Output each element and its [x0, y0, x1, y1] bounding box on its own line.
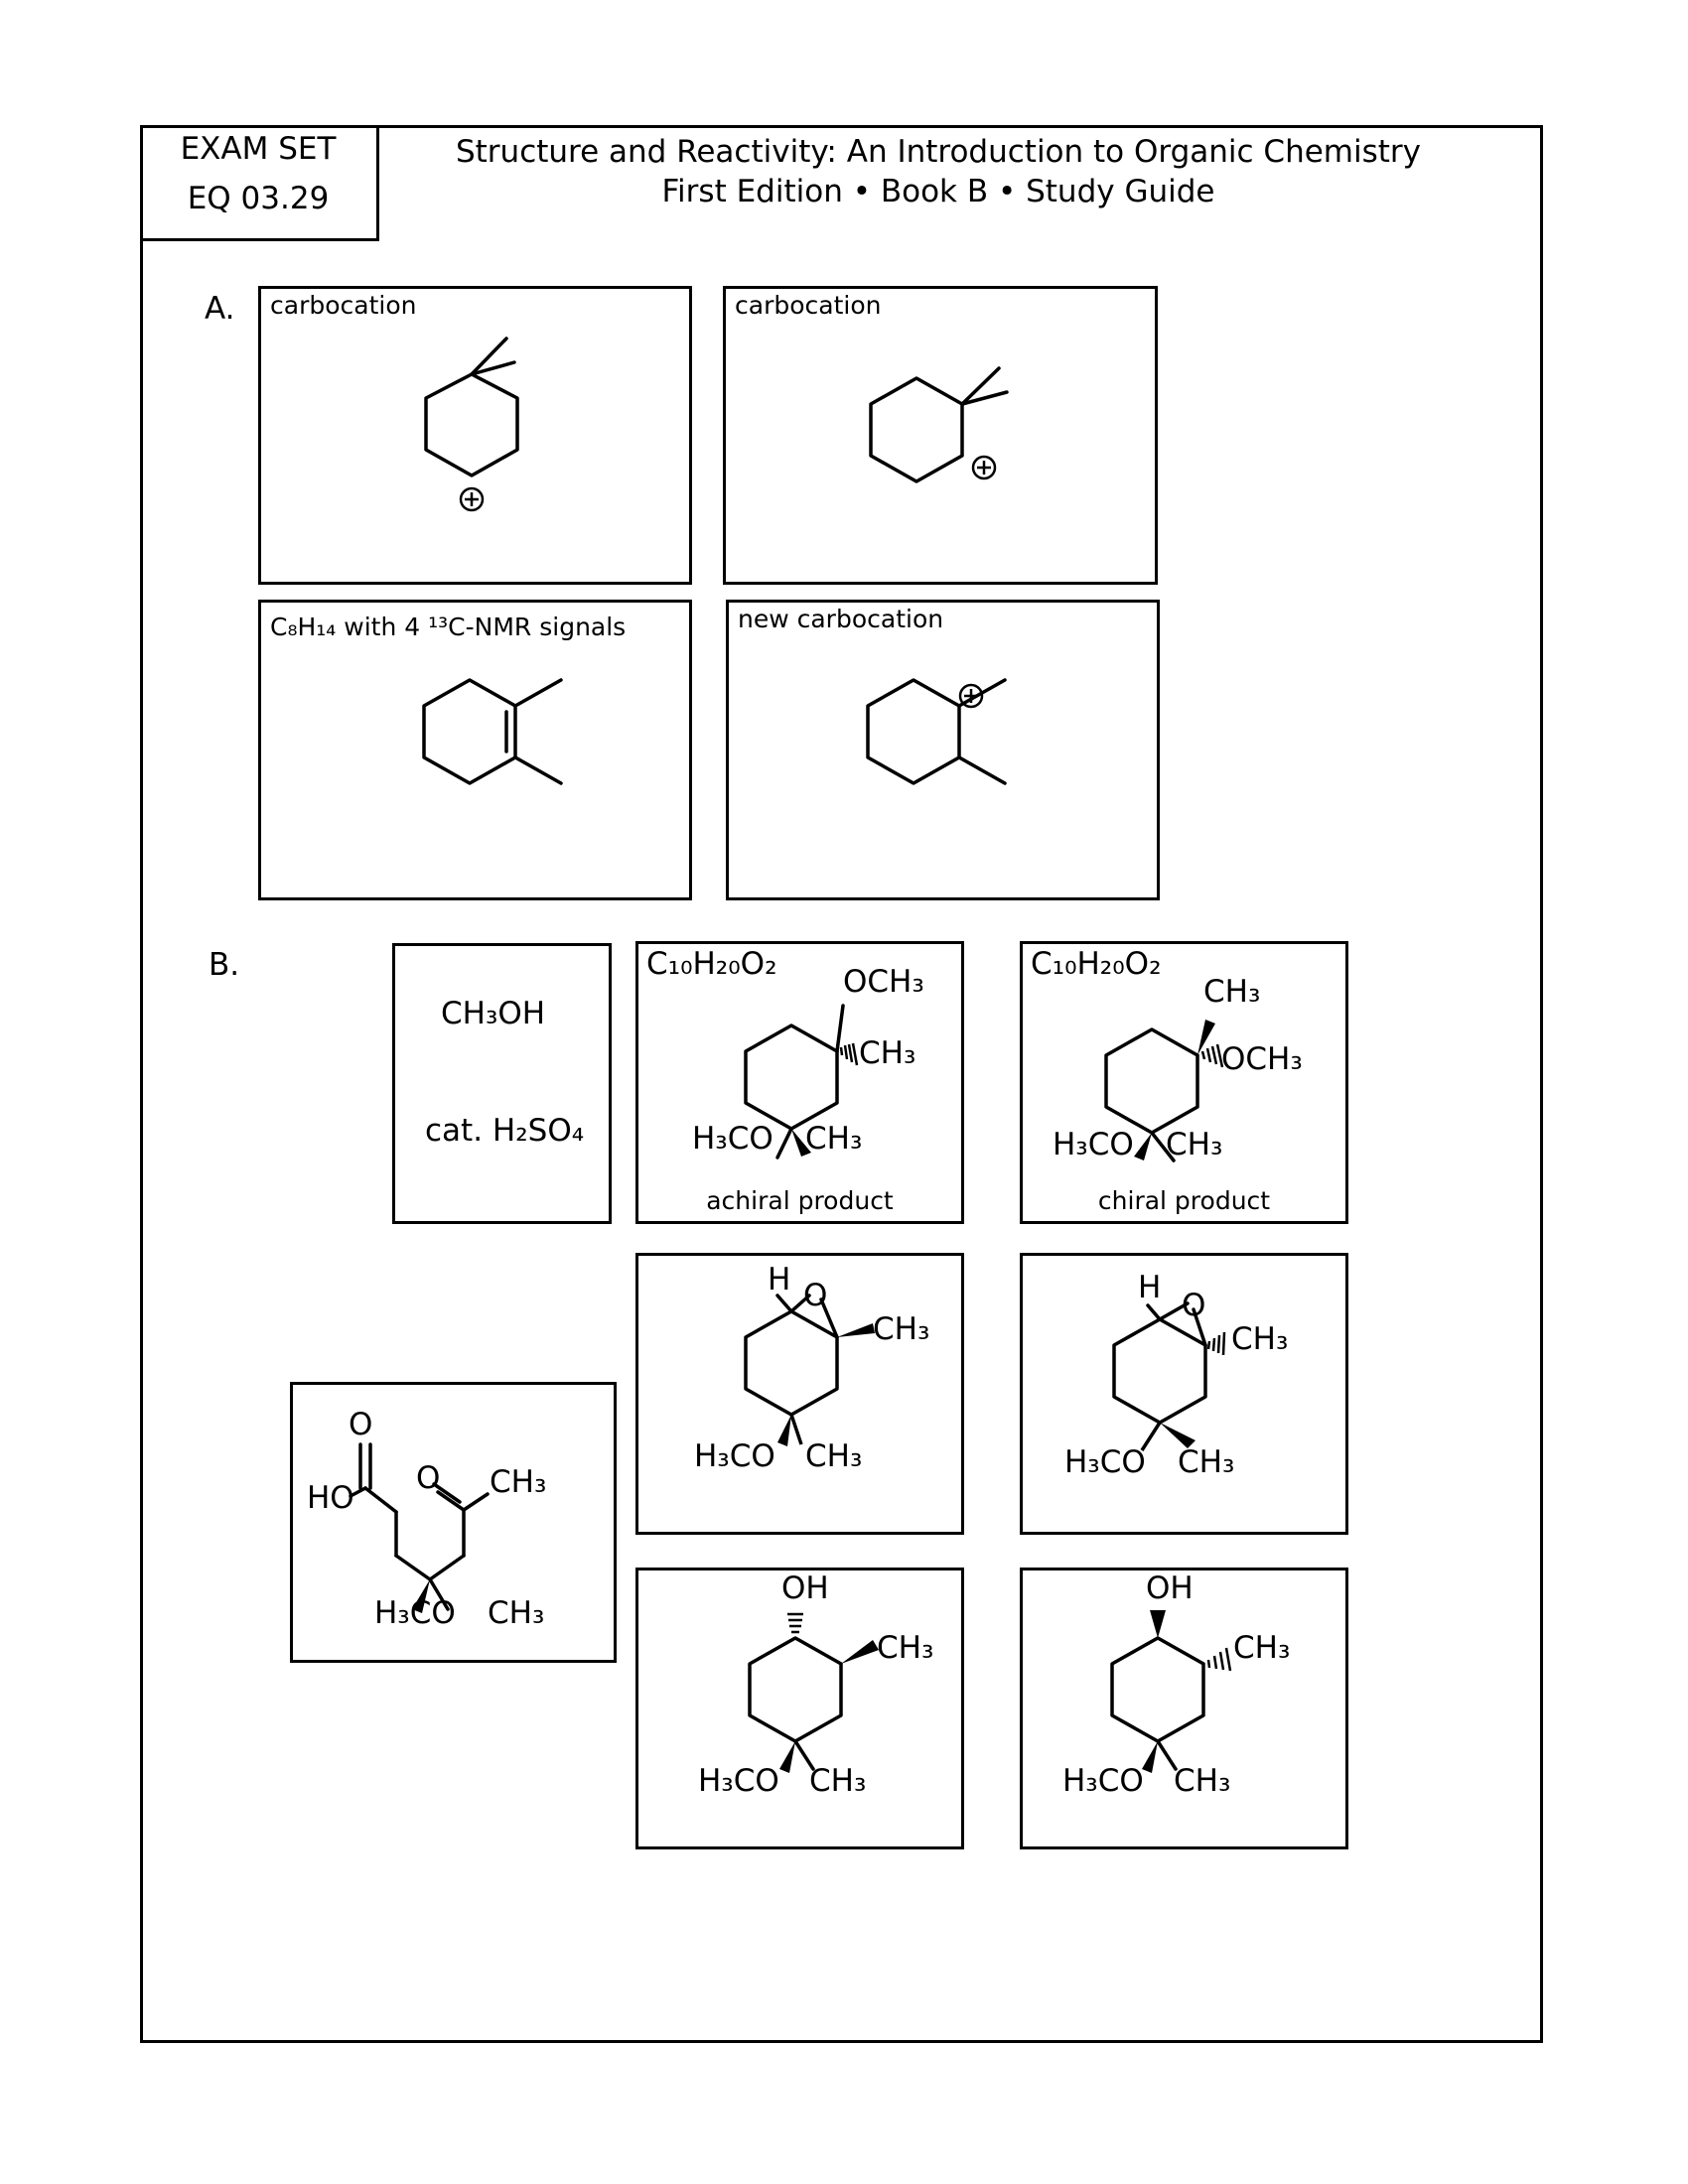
ketone-oxygen: O	[416, 1460, 441, 1496]
side-substituent: CH₃	[873, 1311, 930, 1347]
right-substituent: CH₃	[1174, 1763, 1231, 1799]
section-a-label: A.	[205, 291, 235, 327]
hydrogen-label: H	[768, 1262, 791, 1297]
epoxide-box-2: H O CH₃ H₃CO CH₃	[1020, 1253, 1348, 1535]
formula: C₁₀H₂₀O₂	[1031, 946, 1162, 982]
book-title: Structure and Reactivity: An Introductio…	[455, 134, 1422, 170]
hydrogen-label: H	[1138, 1270, 1162, 1305]
alkene-box: C₈H₁₄ with 4 ¹³C-NMR signals	[258, 600, 692, 900]
right-substituent: CH₃	[805, 1438, 863, 1474]
reagent-sulfuric-acid: cat. H₂SO₄	[425, 1113, 585, 1149]
right-substituent: CH₃	[809, 1763, 867, 1799]
reagent-methanol: CH₃OH	[441, 996, 546, 1031]
alcohol-structure-1	[748, 1612, 879, 1773]
side-substituent: CH₃	[1231, 1321, 1289, 1357]
side-substituent: CH₃	[877, 1630, 934, 1666]
keto-acid-box: O HO O CH₃ H₃CO CH₃	[290, 1382, 617, 1663]
side-substituent: CH₃	[859, 1035, 916, 1071]
chiral-product-box: C₁₀H₂₀O₂ CH₃ OCH₃ H₃CO CH₃ chiral produc…	[1020, 941, 1348, 1224]
right-substituent: CH₃	[1178, 1444, 1235, 1480]
alcohol-box-1: OH CH₃ H₃CO CH₃	[635, 1568, 964, 1849]
product-caption: chiral product	[1097, 1186, 1271, 1215]
reagent-box: CH₃OH cat. H₂SO₄	[392, 943, 612, 1224]
hydroxyl-label: OH	[781, 1570, 829, 1606]
carbonyl-oxygen: O	[349, 1407, 373, 1442]
epoxide-structure-1	[744, 1294, 875, 1446]
alkene-structure	[422, 678, 563, 785]
formula: C₁₀H₂₀O₂	[646, 946, 777, 982]
box-caption: carbocation	[270, 291, 417, 320]
side-substituent: CH₃	[1233, 1630, 1291, 1666]
right-substituent: CH₃	[488, 1595, 545, 1631]
box-caption: new carbocation	[738, 605, 944, 633]
right-substituent: CH₃	[805, 1121, 863, 1157]
book-subtitle: First Edition • Book B • Study Guide	[661, 174, 1215, 209]
exam-set-number: EQ 03.29	[187, 181, 330, 216]
alcohol-box-2: OH CH₃ H₃CO CH₃	[1020, 1568, 1348, 1849]
keto-acid-structure	[349, 1442, 490, 1613]
left-substituent: H₃CO	[698, 1763, 779, 1799]
new-carbocation-structure	[866, 678, 1007, 785]
formula-c8h14: C₈H₁₄	[270, 613, 337, 641]
epoxide-structure-2	[1112, 1301, 1226, 1451]
carbocation-structure-1	[424, 337, 519, 512]
carbocation-structure-2	[869, 366, 1009, 483]
right-substituent: CH₃	[1166, 1127, 1223, 1162]
epoxide-box-1: H O CH₃ H₃CO CH₃	[635, 1253, 964, 1535]
alcohol-structure-2	[1110, 1610, 1232, 1773]
carbocation-box-1: carbocation	[258, 286, 692, 585]
carbocation-box-2: carbocation	[723, 286, 1158, 585]
hydroxyl-label: OH	[1146, 1570, 1194, 1606]
left-substituent: H₃CO	[1053, 1127, 1134, 1162]
left-substituent: H₃CO	[1062, 1763, 1144, 1799]
section-b-label: B.	[209, 947, 240, 983]
left-substituent: H₃CO	[374, 1595, 456, 1631]
side-substituent: OCH₃	[1221, 1041, 1303, 1077]
new-carbocation-box: new carbocation	[726, 600, 1160, 900]
nmr-signal-note: with 4 ¹³C-NMR signals	[336, 613, 627, 641]
exam-set-tag: EXAM SET EQ 03.29	[140, 125, 379, 241]
page-frame	[140, 125, 1543, 2043]
achiral-product-box: C₁₀H₂₀O₂ OCH₃ CH₃ H₃CO CH₃ achiral produ…	[635, 941, 964, 1224]
oxygen-label: O	[803, 1278, 828, 1313]
exam-set-label: EXAM SET	[180, 131, 337, 167]
left-substituent: H₃CO	[1064, 1444, 1146, 1480]
oxygen-label: O	[1182, 1288, 1206, 1323]
box-caption: carbocation	[735, 291, 882, 320]
left-substituent: H₃CO	[694, 1438, 775, 1474]
hydroxyl-label: HO	[307, 1480, 354, 1516]
left-substituent: H₃CO	[692, 1121, 774, 1157]
achiral-product-structure	[744, 1004, 859, 1160]
chiral-product-structure	[1104, 1020, 1224, 1162]
top-substituent: OCH₃	[843, 964, 924, 1000]
methyl-label: CH₃	[490, 1464, 547, 1500]
product-caption: achiral product	[706, 1186, 894, 1215]
box-caption: C₈H₁₄ with 4 ¹³C-NMR signals	[270, 613, 626, 641]
top-substituent: CH₃	[1203, 974, 1261, 1010]
